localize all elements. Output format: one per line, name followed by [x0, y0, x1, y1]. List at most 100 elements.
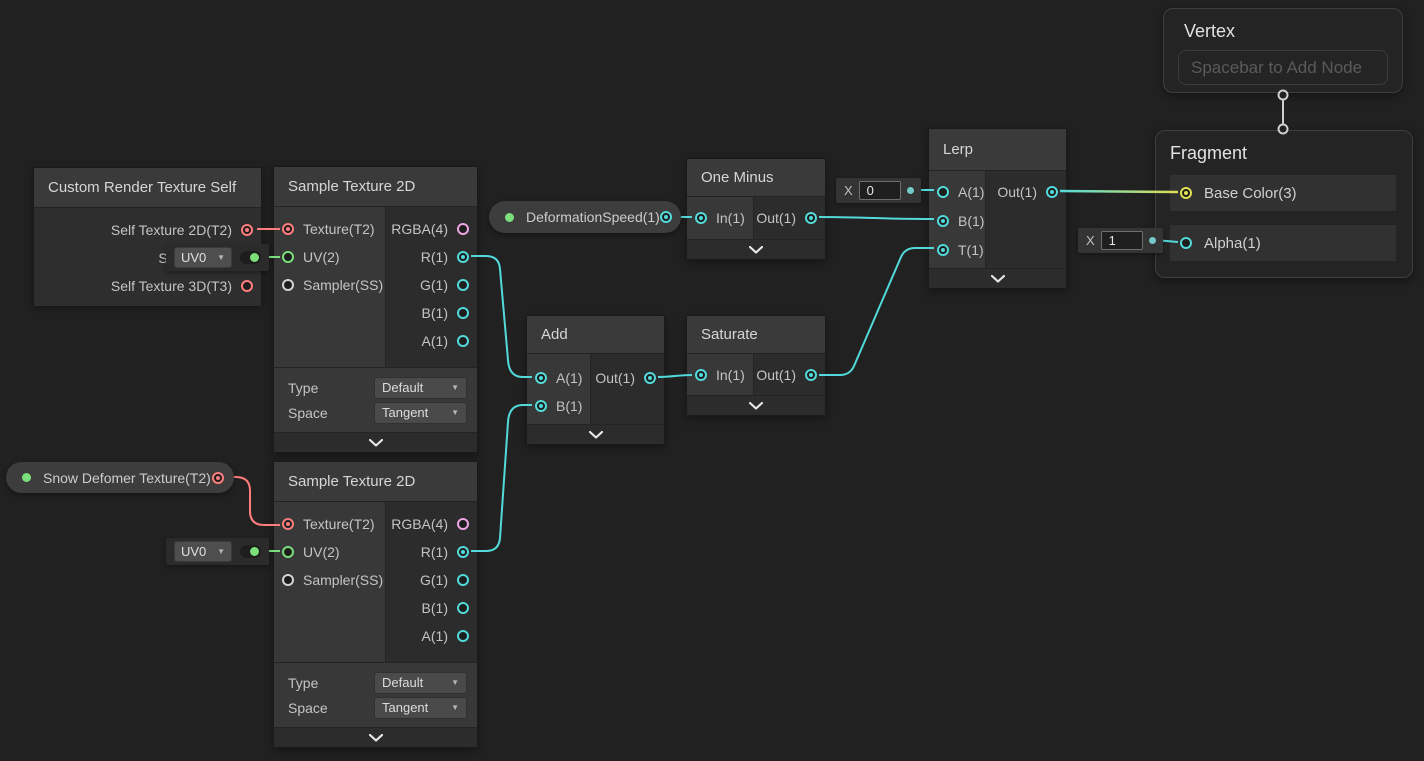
port-out-output[interactable]: [805, 368, 817, 381]
node-one-minus[interactable]: One Minus In(1) Out(1): [686, 158, 826, 260]
type-label: Type: [288, 674, 319, 691]
property-node-snow-deformer-texture[interactable]: Snow Defomer Texture(T2): [6, 462, 234, 493]
edge-add-to-saturate[interactable]: [657, 374, 693, 378]
chevron-down-icon: [749, 401, 763, 410]
port-b-input[interactable]: [535, 400, 547, 412]
port-r-output[interactable]: [457, 251, 469, 263]
port-in-input[interactable]: [695, 212, 707, 224]
node-vertex-stack[interactable]: Vertex Spacebar to Add Node: [1163, 8, 1403, 93]
edge-snow-to-texture2[interactable]: [219, 476, 280, 526]
port-label: A(1): [556, 370, 583, 386]
node-add[interactable]: Add A(1) B(1) Out(1): [526, 315, 665, 445]
port-out-output[interactable]: [1046, 185, 1058, 198]
collapse-button[interactable]: [687, 239, 825, 259]
port-texture-input[interactable]: [282, 223, 294, 235]
uv-channel-dropdown[interactable]: UV0 ▼: [174, 247, 232, 268]
edge-oneminus-to-lerp-b[interactable]: [818, 216, 935, 220]
uv-default-widget-2: UV0 ▼: [166, 538, 269, 565]
port-rgba-output[interactable]: [457, 518, 469, 530]
node-title-bar[interactable]: Saturate: [687, 316, 825, 354]
port-label: Out(1): [756, 366, 796, 383]
port-uv-input[interactable]: [282, 251, 294, 263]
node-saturate[interactable]: Saturate In(1) Out(1): [686, 315, 826, 416]
port-g-output[interactable]: [457, 574, 469, 586]
property-node-deformation-speed[interactable]: DeformationSpeed(1): [489, 201, 681, 233]
port-in-input[interactable]: [695, 368, 707, 381]
alpha-default-widget: X: [1078, 228, 1163, 253]
port-alpha-input[interactable]: [1180, 237, 1192, 249]
space-value: Tangent: [382, 405, 429, 420]
port-label: In(1): [716, 366, 745, 383]
port-label: RGBA(4): [391, 221, 448, 237]
port-self-texture-3d-output[interactable]: [241, 280, 253, 292]
port-label: Texture(T2): [303, 221, 375, 237]
port-r-output[interactable]: [457, 546, 469, 558]
port-b-output[interactable]: [457, 602, 469, 614]
port-texture-input[interactable]: [282, 518, 294, 530]
uv-channel-dropdown[interactable]: UV0 ▼: [174, 541, 232, 562]
node-title-bar[interactable]: Sample Texture 2D: [274, 462, 477, 502]
type-label: Type: [288, 379, 319, 396]
port-label: G(1): [420, 572, 448, 588]
node-title-bar[interactable]: Sample Texture 2D: [274, 167, 477, 207]
edge-saturate-to-lerp-t[interactable]: [819, 247, 934, 376]
port-self-texture-2d-output[interactable]: [241, 224, 253, 236]
collapse-button[interactable]: [274, 432, 477, 452]
port-deformation-speed-output[interactable]: [659, 211, 672, 223]
x-value-input[interactable]: [1100, 231, 1143, 250]
connector-dot: [250, 547, 259, 556]
connector-dot: [250, 253, 259, 262]
port-label: Out(1): [997, 183, 1037, 200]
node-title: Sample Texture 2D: [288, 473, 416, 490]
x-label: X: [1086, 233, 1095, 248]
port-label: Out(1): [595, 370, 635, 386]
type-dropdown[interactable]: Default ▼: [374, 671, 467, 694]
node-title-bar[interactable]: Add: [527, 316, 664, 354]
port-rgba-output[interactable]: [457, 223, 469, 235]
port-a-output[interactable]: [457, 630, 469, 642]
node-sample-texture-2d-1[interactable]: Sample Texture 2D Texture(T2) UV(2) Samp…: [273, 166, 478, 453]
port-base-color-input[interactable]: [1180, 187, 1192, 199]
port-a-input[interactable]: [937, 185, 949, 198]
space-dropdown[interactable]: Tangent ▼: [374, 401, 467, 424]
chevron-down-icon: [368, 438, 383, 447]
dropdown-arrow-icon: ▼: [451, 678, 459, 687]
port-b-output[interactable]: [457, 307, 469, 319]
dropdown-arrow-icon: ▼: [451, 383, 459, 392]
type-dropdown[interactable]: Default ▼: [374, 376, 467, 399]
node-lerp[interactable]: Lerp A(1) B(1) T(1) Out(1): [928, 128, 1067, 289]
uv-connector-socket[interactable]: [240, 545, 261, 558]
fragment-block-alpha[interactable]: Alpha(1): [1170, 225, 1396, 261]
node-custom-render-texture-self[interactable]: Custom Render Texture Self Self Texture …: [33, 167, 262, 306]
collapse-button[interactable]: [274, 727, 477, 747]
port-g-output[interactable]: [457, 279, 469, 291]
space-dropdown[interactable]: Tangent ▼: [374, 696, 467, 719]
node-sample-texture-2d-2[interactable]: Sample Texture 2D Texture(T2) UV(2) Samp…: [273, 461, 478, 748]
port-uv-input[interactable]: [282, 546, 294, 558]
port-label: B(1): [958, 212, 985, 229]
port-out-output[interactable]: [805, 212, 817, 224]
port-a-input[interactable]: [535, 372, 547, 384]
edge-lerp-out-to-basecolor[interactable]: [1059, 189, 1179, 194]
node-fragment-stack[interactable]: Fragment Base Color(3) Alpha(1): [1155, 130, 1413, 278]
uv-connector-socket[interactable]: [240, 251, 261, 264]
collapse-button[interactable]: [527, 424, 664, 444]
port-label: A(1): [421, 628, 448, 644]
x-value-input[interactable]: [858, 181, 901, 200]
collapse-button[interactable]: [929, 268, 1066, 288]
type-value: Default: [382, 380, 424, 395]
port-snow-deformer-output[interactable]: [212, 471, 224, 484]
port-a-output[interactable]: [457, 335, 469, 347]
port-out-output[interactable]: [644, 372, 656, 384]
node-title-bar[interactable]: Custom Render Texture Self: [34, 168, 261, 208]
port-t-input[interactable]: [937, 243, 949, 256]
port-sampler-input[interactable]: [282, 574, 294, 586]
edge-r1-to-a[interactable]: [471, 255, 532, 378]
port-sampler-input[interactable]: [282, 279, 294, 291]
node-title-bar[interactable]: One Minus: [687, 159, 825, 197]
fragment-block-base-color[interactable]: Base Color(3): [1170, 175, 1396, 211]
edge-r2-to-b[interactable]: [471, 404, 532, 552]
port-b-input[interactable]: [937, 214, 949, 227]
collapse-button[interactable]: [687, 395, 825, 415]
node-title-bar[interactable]: Lerp: [929, 129, 1066, 171]
